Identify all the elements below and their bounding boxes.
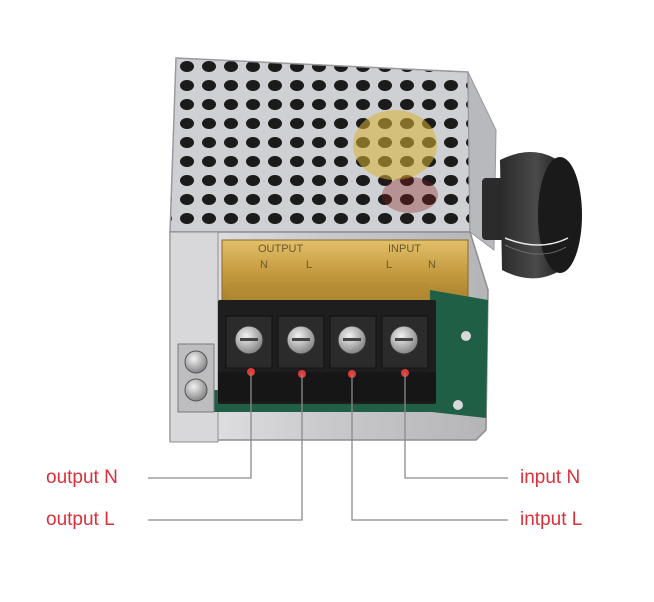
ground-screw <box>177 343 215 413</box>
label-input-n: input N <box>520 467 581 488</box>
plate-output-label: OUTPUT <box>258 243 304 255</box>
plate-in-l: L <box>386 259 392 271</box>
leader-output-l <box>148 374 303 521</box>
brass-label-plate: OUTPUT INPUT N L L N <box>221 239 469 307</box>
label-input-l: intput L <box>520 509 583 530</box>
plate-input-label: INPUT <box>388 243 421 255</box>
perforated-cover <box>169 57 497 251</box>
terminal-slot-1 <box>225 315 273 369</box>
leader-lines <box>148 372 508 521</box>
plate-out-l: L <box>306 259 312 271</box>
terminal-slot-4 <box>381 315 429 369</box>
terminal-slot-2 <box>277 315 325 369</box>
plate-out-n: N <box>260 259 268 271</box>
leader-output-n <box>148 372 252 479</box>
plate-in-n: N <box>428 259 436 271</box>
label-output-n: output N <box>46 467 118 488</box>
label-output-l: output L <box>46 509 115 530</box>
leader-input-l <box>351 374 508 521</box>
knob <box>482 152 582 279</box>
terminal-slot-3 <box>329 315 377 369</box>
leader-input-n <box>404 373 508 479</box>
terminal-block <box>218 300 436 404</box>
